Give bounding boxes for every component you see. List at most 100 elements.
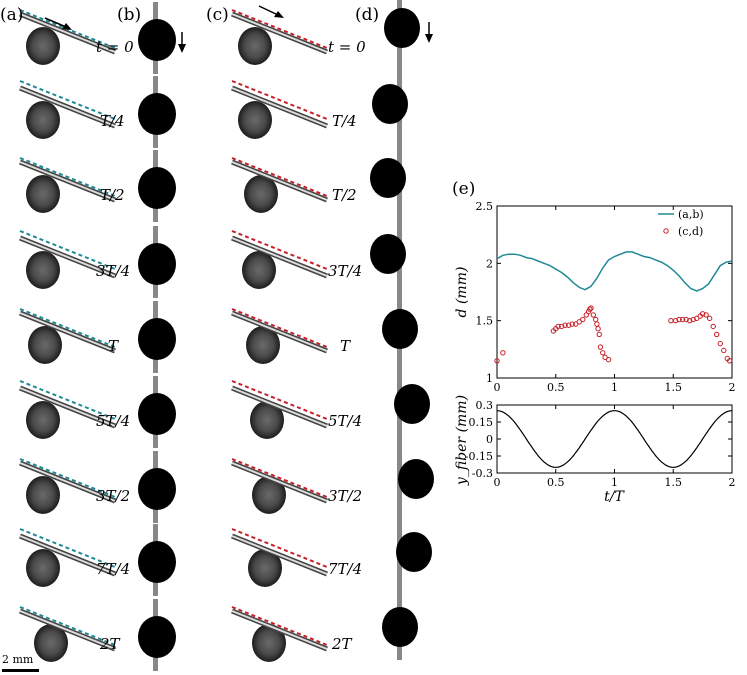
series-marker-cd <box>710 323 716 330</box>
y-axis-label: d (mm) <box>454 267 470 318</box>
series-marker-cd <box>555 323 561 330</box>
y-tick-label: 0.15 <box>469 416 494 429</box>
y-tick-label: 2 <box>486 257 493 270</box>
panel-d <box>370 0 434 660</box>
reference-dashed-line <box>231 380 328 420</box>
panel-c-row <box>231 157 328 213</box>
series-marker-cd <box>590 312 597 318</box>
series-marker-cd <box>565 322 572 328</box>
panel-a-row <box>19 458 116 514</box>
time-label: T/4 <box>332 112 357 130</box>
fiber-core <box>19 161 116 201</box>
time-label: t = 0 <box>96 38 134 56</box>
droplet <box>250 401 284 439</box>
arrow-down-icon <box>425 34 433 43</box>
fiber-core <box>231 161 328 201</box>
time-label: 3T/4 <box>328 262 362 280</box>
droplet <box>252 476 286 514</box>
reference-dashed-line <box>231 157 328 197</box>
time-label: T <box>108 337 119 355</box>
series-marker-cd <box>605 356 612 363</box>
series-marker-cd <box>679 316 686 323</box>
droplet <box>238 27 272 65</box>
panel-c-row <box>231 230 328 289</box>
fiber-core <box>19 87 116 127</box>
reference-dashed-line <box>19 528 116 568</box>
reference-dashed-line <box>19 458 116 498</box>
fiber-core <box>19 237 116 277</box>
x-tick-label: 0 <box>494 381 501 394</box>
arrow-motion-icon <box>274 11 284 18</box>
time-label: T <box>340 337 351 355</box>
series-marker-cd <box>706 315 713 322</box>
time-label: 7T/4 <box>96 560 130 578</box>
reference-dashed-line <box>231 606 328 646</box>
panel-b <box>138 2 176 671</box>
fiber-core <box>231 237 328 277</box>
axes-frame <box>496 404 733 474</box>
series-marker-cd <box>699 311 706 317</box>
droplet <box>372 84 408 124</box>
droplet <box>26 476 60 514</box>
panel-a-row <box>19 230 116 289</box>
panel-label-c: (c) <box>206 5 229 25</box>
series-marker-cd <box>721 347 727 354</box>
droplet <box>370 234 406 274</box>
arrow-down-icon <box>178 44 186 53</box>
series-marker-cd <box>593 316 599 323</box>
scale-bar: 2 mm <box>2 653 39 672</box>
fiber-core <box>19 13 116 53</box>
series-marker-cd <box>672 317 679 324</box>
series-marker-cd <box>687 317 693 324</box>
panel-c-row <box>231 80 328 139</box>
panel-label-b: (b) <box>117 5 141 25</box>
series-marker-cd <box>676 316 682 323</box>
droplet <box>138 468 176 510</box>
series-marker-cd <box>595 325 601 332</box>
droplet <box>138 243 176 285</box>
panel-c-row <box>231 458 328 514</box>
panel-c-row <box>231 380 328 439</box>
time-label: 5T/4 <box>96 412 130 430</box>
droplet <box>26 175 60 213</box>
time-label: 5T/4 <box>328 412 362 430</box>
reference-dashed-line <box>231 528 328 568</box>
series-marker-cd <box>683 316 689 323</box>
droplet <box>246 326 280 364</box>
fiber-core <box>19 610 116 650</box>
droplet <box>138 93 176 135</box>
time-label: 2T <box>331 635 353 653</box>
series-marker-cd <box>594 321 600 327</box>
panel-a-row <box>19 157 116 213</box>
x-tick-label: 1.5 <box>665 476 683 489</box>
series-marker-cd <box>597 344 604 350</box>
droplet <box>26 101 60 139</box>
x-tick-label: 0.5 <box>547 381 565 394</box>
droplet <box>26 401 60 439</box>
droplet <box>28 326 62 364</box>
x-tick-label: 1 <box>611 381 618 394</box>
series-marker-cd <box>717 340 723 347</box>
series-marker-cd <box>690 316 696 323</box>
series-marker-cd <box>726 358 733 364</box>
reference-dashed-line <box>231 230 328 270</box>
droplet <box>248 549 282 587</box>
series-marker-cd <box>587 306 593 312</box>
series-marker-cd <box>562 322 568 328</box>
droplet <box>398 459 434 499</box>
droplet <box>396 532 432 572</box>
droplet <box>244 175 278 213</box>
panel-a-row <box>19 9 116 65</box>
series-marker-cd <box>703 312 709 318</box>
droplet <box>138 318 176 360</box>
series-marker-cd <box>558 323 565 330</box>
droplet <box>34 624 68 662</box>
panel-c-row <box>231 606 328 662</box>
series-marker-cd <box>569 321 575 327</box>
legend-swatch-cd <box>663 228 669 234</box>
x-axis-label: t/T <box>604 489 625 505</box>
panel-c-row <box>231 528 328 587</box>
